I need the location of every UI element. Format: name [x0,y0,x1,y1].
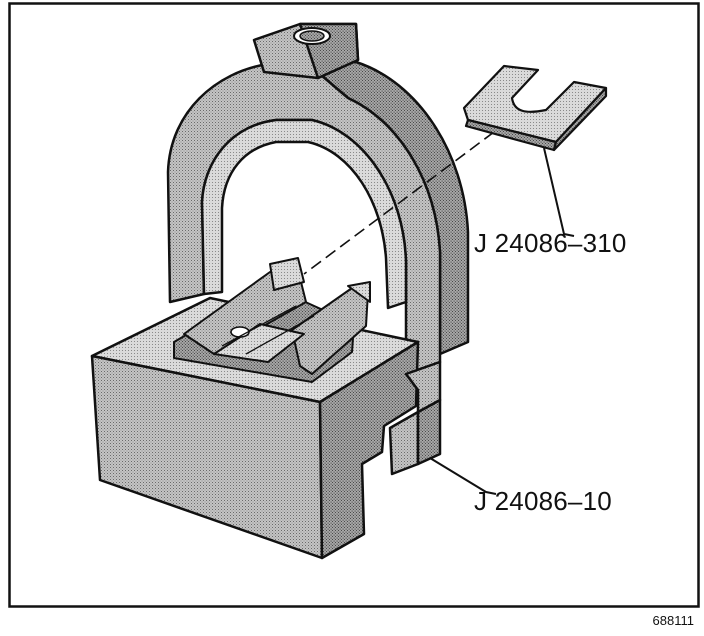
v-block-jaws [173,257,371,383]
callout-fixture-part-number: J 24086–10 [474,486,612,516]
shim-plate [462,64,608,152]
figure-frame [8,2,700,608]
alignment-dash-line [303,131,495,275]
callout-shim-part-number: J 24086–310 [474,228,627,258]
yoke-arch [166,22,470,376]
illustration [8,2,700,608]
leader-line-shim [543,147,575,237]
fixture-base [90,296,442,560]
figure-number: 688111 [652,613,694,628]
leader-line-fixture [429,457,497,495]
